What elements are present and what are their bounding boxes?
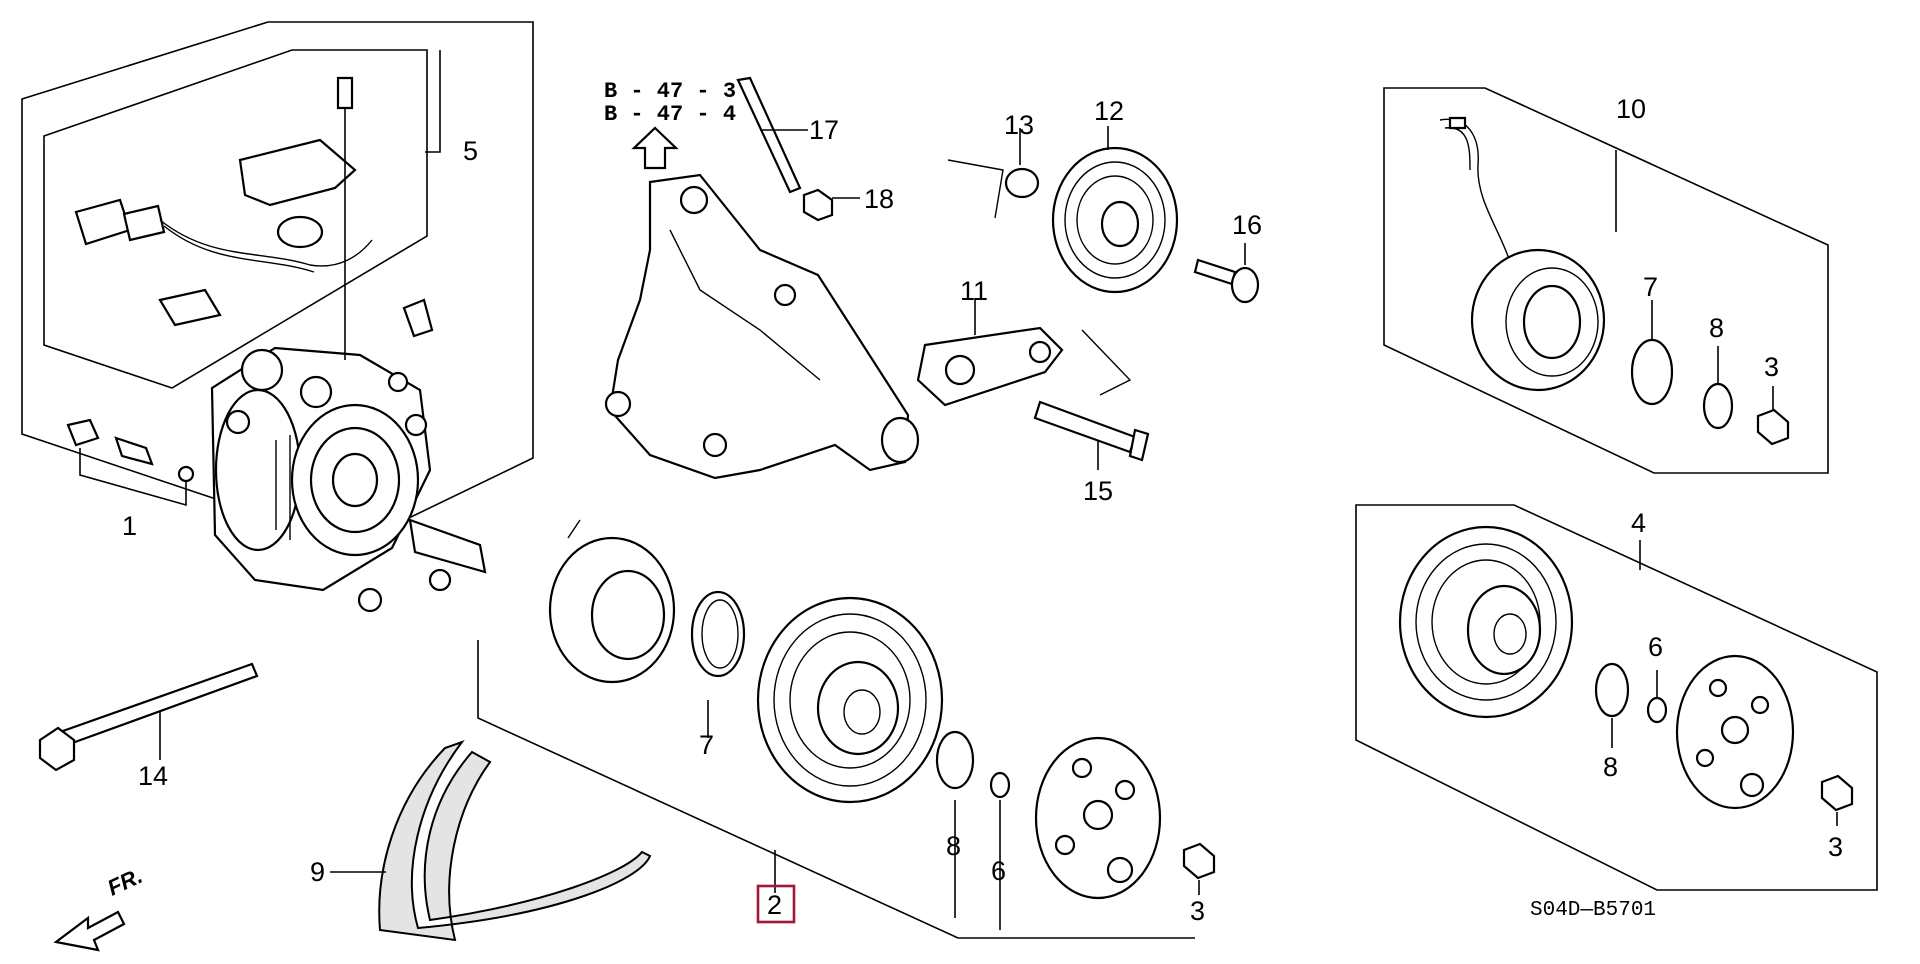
compressor-group-outline — [21, 21, 534, 546]
field-coil — [1439, 116, 1617, 392]
nut-3 — [1182, 842, 1216, 895]
wire-harness-group-outline — [43, 49, 428, 389]
bolt-16 — [1193, 243, 1260, 304]
nut-3-c — [1820, 774, 1854, 826]
callout-4[interactable]: 4 — [1631, 508, 1646, 538]
pulley — [756, 596, 944, 804]
wire-harness — [74, 50, 441, 360]
callout-9[interactable]: 9 — [310, 857, 325, 887]
front-direction-arrow — [53, 910, 126, 952]
snap-ring-7-b — [1630, 300, 1674, 406]
tensioner-arm — [916, 298, 1132, 407]
callout-10[interactable]: 10 — [1616, 94, 1646, 124]
v-belt — [330, 739, 652, 942]
snap-ring-7 — [690, 590, 746, 738]
callout-6-right[interactable]: 6 — [1648, 632, 1663, 662]
shim-8-b — [1702, 346, 1734, 430]
diagram-code: S04D—B5701 — [1530, 899, 1656, 922]
callout-7-left[interactable]: 7 — [699, 730, 714, 760]
reference-b-47-4[interactable]: B - 47 - 4 — [604, 102, 736, 127]
callout-2-leader — [477, 640, 1195, 939]
nut — [802, 188, 860, 222]
callout-5[interactable]: 5 — [463, 136, 478, 166]
stator-coil — [548, 519, 676, 684]
callout-18[interactable]: 18 — [864, 184, 894, 214]
shim-6 — [989, 771, 1011, 850]
long-bolt — [38, 662, 259, 772]
callout-17[interactable]: 17 — [809, 115, 839, 145]
callout-1[interactable]: 1 — [122, 511, 137, 541]
callout-3-left[interactable]: 3 — [1190, 896, 1205, 926]
clutch-set-group-outline — [1355, 504, 1878, 891]
callout-3-right-top[interactable]: 3 — [1764, 352, 1779, 382]
callout-12[interactable]: 12 — [1094, 96, 1124, 126]
armature-plate — [1034, 736, 1162, 900]
idler-pulley — [1051, 126, 1179, 294]
snap-ring-8-c — [1594, 662, 1630, 748]
callout-15[interactable]: 15 — [1083, 476, 1113, 506]
compressor-bracket — [604, 173, 920, 480]
callout-2[interactable]: 2 — [767, 890, 782, 920]
callout-8-lower-right[interactable]: 8 — [1603, 752, 1618, 782]
snap-ring-8 — [935, 730, 975, 850]
callout-16[interactable]: 16 — [1232, 210, 1262, 240]
callout-6-left[interactable]: 6 — [991, 856, 1006, 886]
callout-3-right-bottom[interactable]: 3 — [1828, 832, 1843, 862]
collar — [947, 128, 1040, 219]
callout-14[interactable]: 14 — [138, 761, 168, 791]
reference-arrow — [631, 126, 679, 170]
callout-11[interactable]: 11 — [960, 276, 988, 306]
reference-b-47-3[interactable]: B - 47 - 3 — [604, 79, 736, 104]
callout-2-highlight — [756, 884, 796, 924]
compressor-body — [210, 346, 487, 613]
clutch-coil-group-outline — [1383, 87, 1829, 474]
callout-7-right[interactable]: 7 — [1643, 272, 1658, 302]
callout-8-left[interactable]: 8 — [946, 831, 961, 861]
shim-6-b — [1646, 670, 1668, 724]
pressure-switch-parts — [66, 418, 195, 507]
armature-plate-b — [1675, 654, 1795, 810]
callout-13[interactable]: 13 — [1004, 110, 1034, 140]
callout-8-right[interactable]: 8 — [1709, 313, 1724, 343]
clutch-pulley-b — [1398, 525, 1641, 719]
idler-bolt — [1033, 400, 1150, 470]
stud-bolt — [736, 76, 808, 194]
nut-3-b — [1756, 386, 1790, 446]
front-direction-label: FR. — [104, 863, 147, 901]
